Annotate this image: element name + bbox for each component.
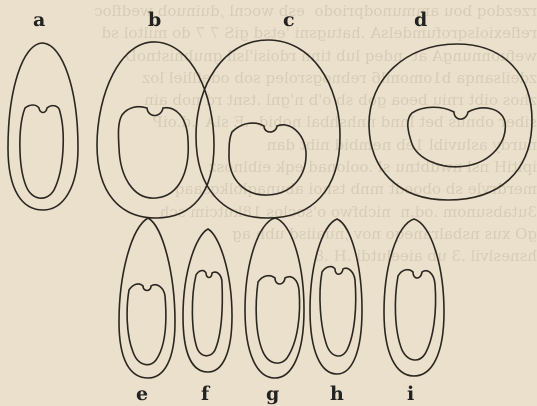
inner-outline-f xyxy=(192,271,222,356)
figure-a xyxy=(8,43,78,210)
outer-outline-g xyxy=(245,218,304,378)
figure-c xyxy=(196,40,340,218)
figure-i xyxy=(384,219,444,376)
label-a: a xyxy=(33,9,45,31)
outer-outline-h xyxy=(310,219,362,374)
label-b: b xyxy=(148,9,161,31)
figure-d xyxy=(369,44,532,200)
outer-outline-d xyxy=(369,44,532,200)
label-f: f xyxy=(201,383,211,405)
label-d: d xyxy=(414,9,427,31)
outer-outline-a xyxy=(8,43,78,210)
outer-outline-f xyxy=(183,229,232,372)
inner-outline-h xyxy=(320,267,356,356)
inner-outline-d xyxy=(408,107,506,167)
figure-e xyxy=(119,218,175,378)
inner-outline-i xyxy=(395,270,435,360)
label-h: h xyxy=(330,383,344,405)
inner-outline-e xyxy=(127,284,166,365)
label-e: e xyxy=(136,383,148,405)
figure-h xyxy=(310,219,362,374)
outer-outline-c xyxy=(196,40,340,218)
inner-outline-b xyxy=(118,107,188,198)
label-i: i xyxy=(407,383,414,405)
label-g: g xyxy=(266,383,279,405)
figure-g xyxy=(245,218,304,378)
figure-f xyxy=(183,229,232,372)
label-c: c xyxy=(283,9,295,31)
inner-outline-a xyxy=(20,105,63,198)
inner-outline-g xyxy=(256,276,299,363)
inner-outline-c xyxy=(229,123,306,195)
